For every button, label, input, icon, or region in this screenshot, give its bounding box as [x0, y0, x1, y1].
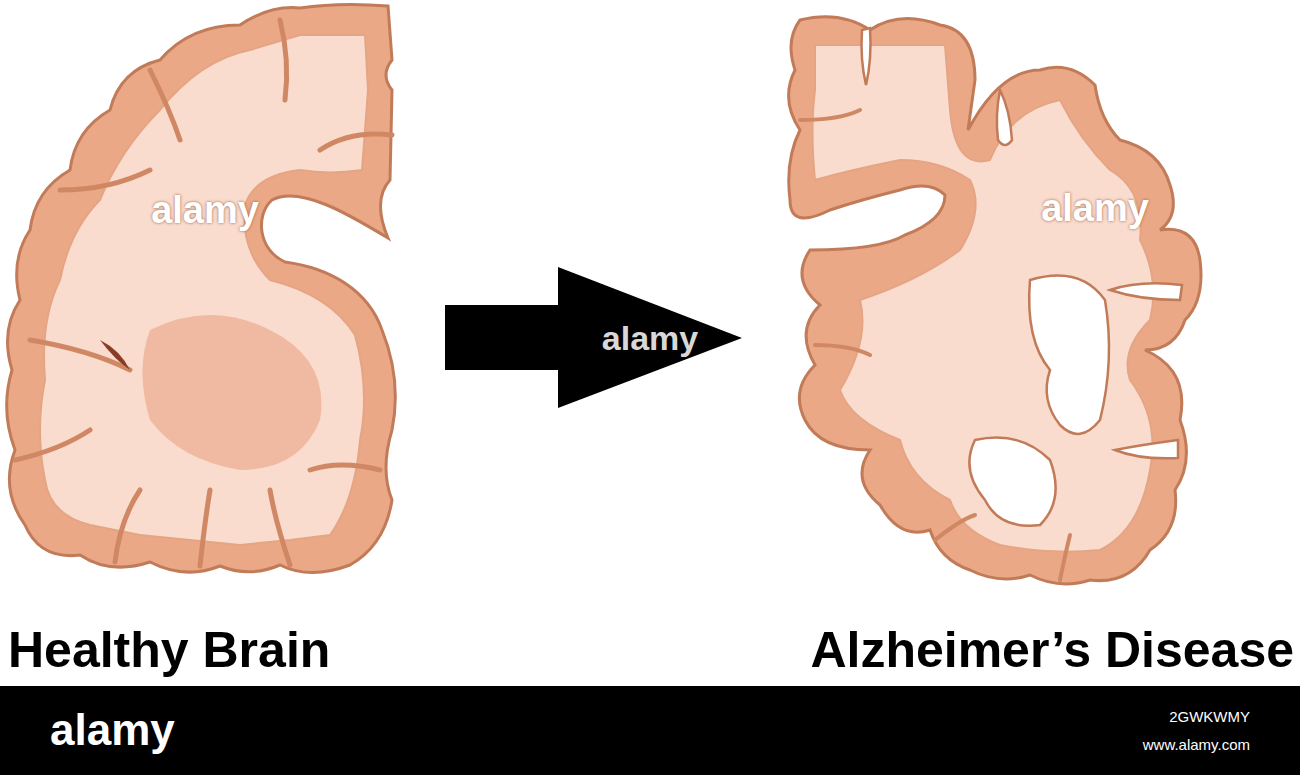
stock-url: www.alamy.com	[1143, 737, 1250, 752]
progression-arrow	[445, 267, 742, 408]
alzheimer-brain-section	[789, 17, 1201, 584]
diagram-caption: Healthy Brain	[8, 625, 330, 675]
watermark: alamy	[1041, 189, 1149, 227]
healthy-brain-section	[7, 4, 396, 572]
diagram-caption: Alzheimer’s Disease	[810, 625, 1294, 675]
stock-bar	[0, 686, 1300, 775]
watermark: alamy	[151, 191, 259, 229]
stock-id: 2GWKWMY	[1169, 709, 1250, 724]
watermark: alamy	[602, 321, 698, 355]
stock-logo: alamy	[50, 708, 175, 752]
